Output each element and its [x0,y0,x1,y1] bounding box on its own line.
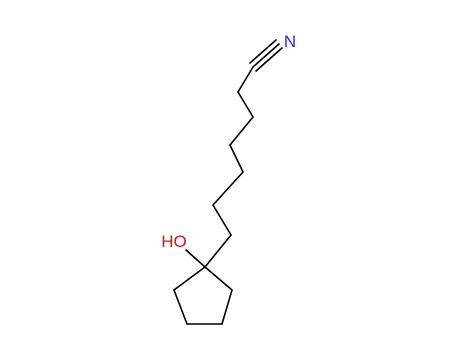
chain-bond [237,91,254,118]
chain-bond [229,144,244,173]
bond-group [173,39,283,325]
triple-bond-line-1 [252,43,280,68]
hydroxyl-label: HO [161,232,187,251]
chain-bond [229,116,254,146]
hydroxyl-bond [185,249,206,268]
triple-bond-line-2 [249,39,277,64]
triple-bond-line-3 [255,47,283,72]
ring-bond [173,266,206,291]
chain-bond [212,204,232,236]
ring-bond [173,289,188,325]
chain-bond [212,171,244,206]
nitrile-nitrogen-label: N [284,32,296,51]
chain-bond [237,66,254,93]
ring-bond [204,266,233,291]
ring-bond [221,289,233,325]
chain-bond [204,234,232,268]
